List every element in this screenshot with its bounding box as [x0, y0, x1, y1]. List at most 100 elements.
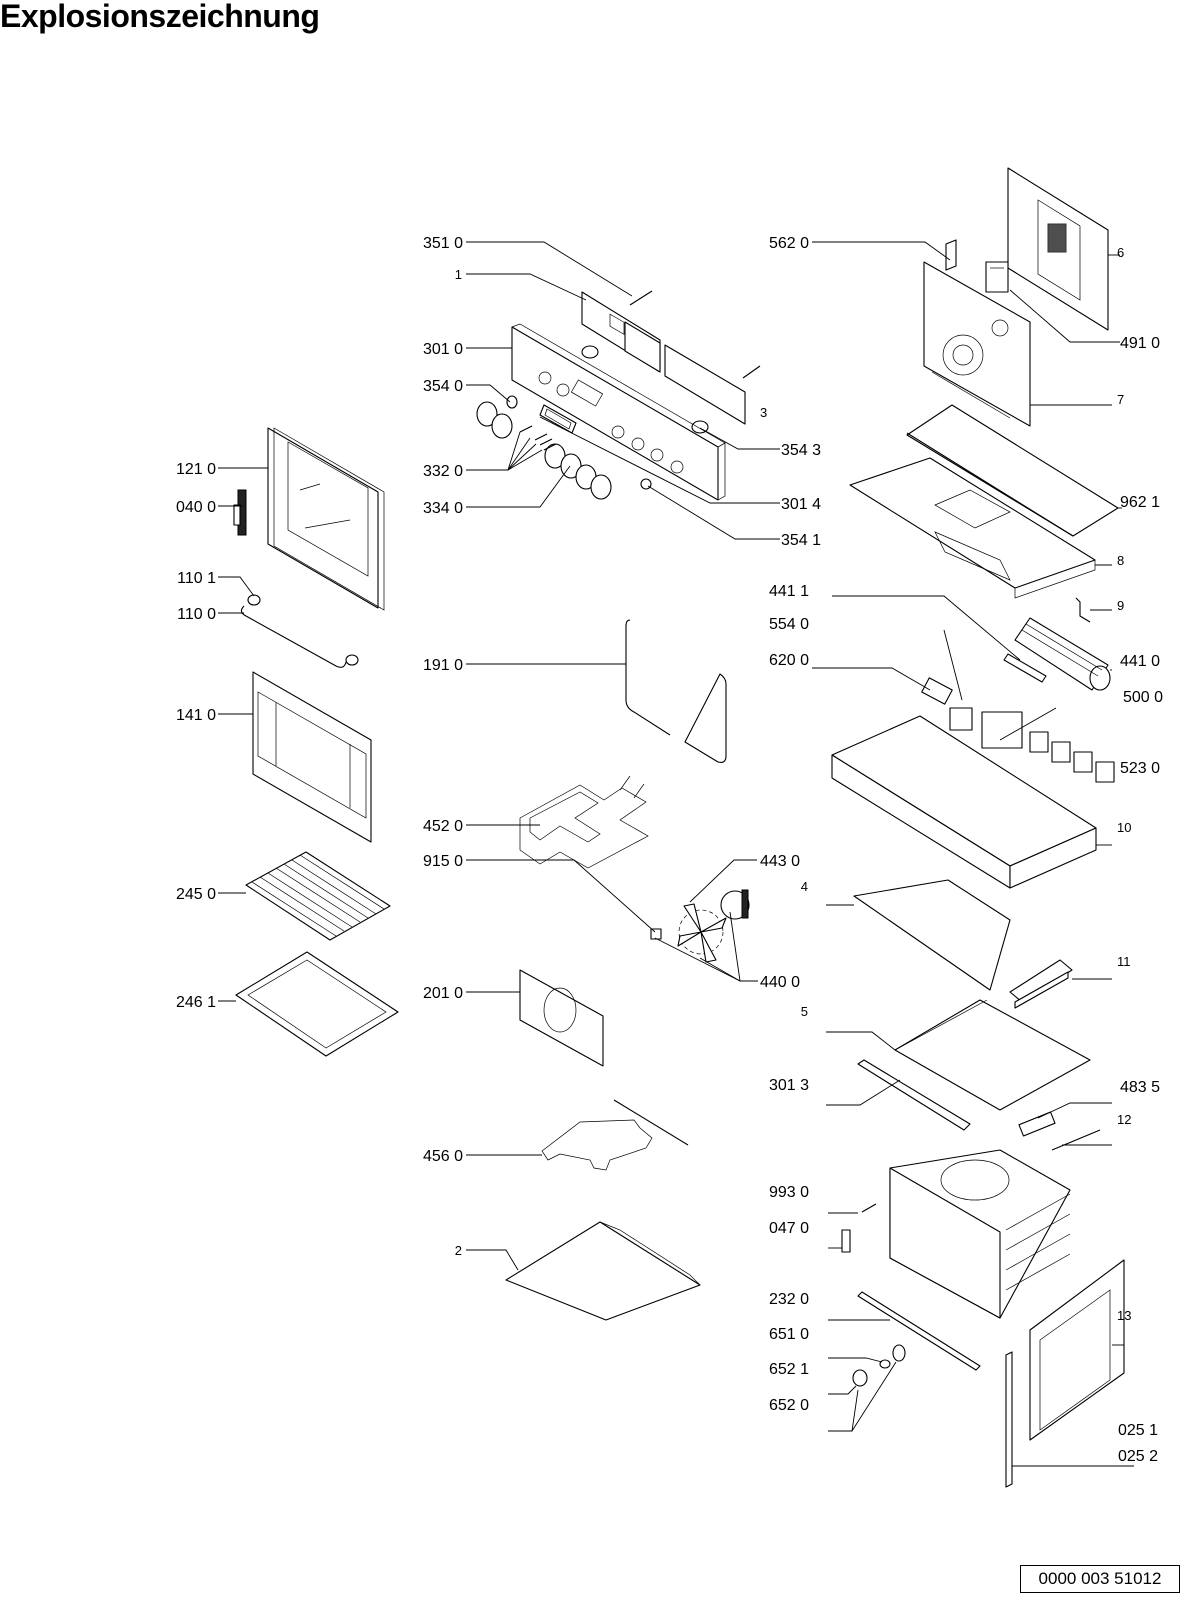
- callout-8: 8: [1117, 553, 1124, 568]
- page-title: Explosionszeichnung: [0, 0, 320, 34]
- part-thermostat-bracket: [945, 239, 957, 271]
- part-selector-switches: [1029, 731, 1115, 783]
- callout-1: 1: [455, 267, 462, 282]
- callout-110-1: 110 1: [177, 570, 216, 587]
- part-relay-unit: [985, 261, 1009, 293]
- part-sensor-rod: [1051, 1129, 1101, 1151]
- part-terminal-strip: [1003, 653, 1047, 683]
- callout-9: 9: [1117, 598, 1124, 613]
- part-front-bottom-bar: [857, 1291, 981, 1371]
- callout-232-0: 232 0: [769, 1291, 809, 1308]
- part-lamp-bulb: [879, 1359, 891, 1369]
- callout-301-4: 301 4: [781, 496, 821, 513]
- callout-354-3: 354 3: [781, 442, 821, 459]
- part-rear-panel: [923, 261, 1031, 427]
- part-bracket: [1075, 597, 1091, 623]
- drawing-number-box: 0000 003 51012: [1020, 1565, 1180, 1593]
- part-rail: [1009, 959, 1073, 1009]
- callout-962-1: 962 1: [1120, 494, 1160, 511]
- part-connector-block: [921, 677, 953, 705]
- callout-245-0: 245 0: [176, 886, 216, 903]
- callout-191-0: 191 0: [423, 657, 463, 674]
- part-drawings: [233, 167, 1125, 1488]
- callout-440-0: 440 0: [760, 974, 800, 991]
- callout-441-1: 441 1: [769, 583, 809, 600]
- callout-047-0: 047 0: [769, 1220, 809, 1237]
- callout-7: 7: [1117, 392, 1124, 407]
- part-knob-shafts: [519, 425, 557, 451]
- callout-10: 10: [1117, 820, 1131, 835]
- callout-246-1: 246 1: [176, 994, 216, 1011]
- part-fan-cover: [519, 969, 604, 1067]
- part-door-hinge: [233, 489, 247, 536]
- part-top-heating-element: [519, 775, 649, 869]
- part-transformer: [949, 707, 973, 731]
- callout-110-0: 110 0: [177, 606, 216, 623]
- part-terminal-block: [1018, 1111, 1056, 1137]
- callout-354-1: 354 1: [781, 532, 821, 549]
- callout-040-0: 040 0: [176, 499, 216, 516]
- part-door-gasket: [625, 619, 727, 763]
- callout-121-0: 121 0: [176, 461, 216, 478]
- callout-6: 6: [1117, 245, 1124, 260]
- callout-334-0: 334 0: [423, 500, 463, 517]
- part-bottom-plate: [505, 1221, 701, 1321]
- part-tangential-fan: [1014, 617, 1111, 691]
- callout-025-2: 025 2: [1118, 1448, 1158, 1465]
- part-side-trim: [1005, 1351, 1013, 1488]
- callout-620-0: 620 0: [769, 652, 809, 669]
- part-fan-nut: [650, 928, 662, 940]
- callout-141-0: 141 0: [176, 707, 216, 724]
- callout-443-0: 443 0: [760, 853, 800, 870]
- part-lamp-holder: [892, 1344, 906, 1362]
- part-fan-blade: [677, 903, 727, 963]
- part-circular-heating-element: [541, 1099, 689, 1171]
- callout-351-0: 351 0: [423, 235, 463, 252]
- part-screw: [861, 1203, 877, 1213]
- callout-452-0: 452 0: [423, 818, 463, 835]
- part-baking-tray: [235, 951, 399, 1057]
- callout-651-0: 651 0: [769, 1326, 809, 1343]
- part-deflector-plate: [853, 879, 1011, 991]
- callout-3: 3: [760, 405, 767, 420]
- callout-332-0: 332 0: [423, 463, 463, 480]
- part-control-housing: [831, 715, 1097, 889]
- callout-301-3: 301 3: [769, 1077, 809, 1094]
- callout-554-0: 554 0: [769, 616, 809, 633]
- part-side-panel: [1029, 1259, 1125, 1441]
- callout-523-0: 523 0: [1120, 760, 1160, 777]
- callout-456-0: 456 0: [423, 1148, 463, 1165]
- callout-12: 12: [1117, 1112, 1131, 1127]
- part-handle-mount: [247, 594, 359, 666]
- callout-441-0: 441 0: [1120, 653, 1160, 670]
- callout-491-0: 491 0: [1120, 335, 1160, 352]
- part-control-shaft-pin: [581, 290, 761, 434]
- callout-500-0: 500 0: [1123, 689, 1163, 706]
- callout-354-0: 354 0: [423, 378, 463, 395]
- part-rear-cover: [1007, 167, 1109, 331]
- callout-562-0: 562 0: [769, 235, 809, 252]
- callout-652-1: 652 1: [769, 1361, 809, 1378]
- callout-201-0: 201 0: [423, 985, 463, 1002]
- callout-915-0: 915 0: [423, 853, 463, 870]
- callout-483-5: 483 5: [1120, 1079, 1160, 1096]
- part-oven-cavity: [889, 1149, 1071, 1319]
- part-fan-motor: [720, 889, 750, 920]
- part-hinge-receiver: [841, 1229, 851, 1253]
- part-lamp-cover: [852, 1369, 868, 1387]
- callout-labels: 351 0 1 301 0 354 0 332 0 334 0 354 3 3 …: [176, 235, 1163, 1465]
- part-control-circuit-board: [581, 291, 746, 425]
- callout-13: 13: [1117, 1308, 1131, 1323]
- part-wire-rack: [245, 851, 391, 941]
- part-switch-unit: [981, 711, 1023, 749]
- callout-4: 4: [801, 879, 808, 894]
- part-base-plate: [894, 999, 1091, 1111]
- part-door-outer-glass: [252, 671, 372, 843]
- part-front-trim: [857, 1059, 971, 1131]
- callout-025-1: 025 1: [1118, 1422, 1158, 1439]
- callout-5: 5: [801, 1004, 808, 1019]
- part-door-handle: [240, 605, 347, 668]
- callout-301-0: 301 0: [423, 341, 463, 358]
- callout-652-0: 652 0: [769, 1397, 809, 1414]
